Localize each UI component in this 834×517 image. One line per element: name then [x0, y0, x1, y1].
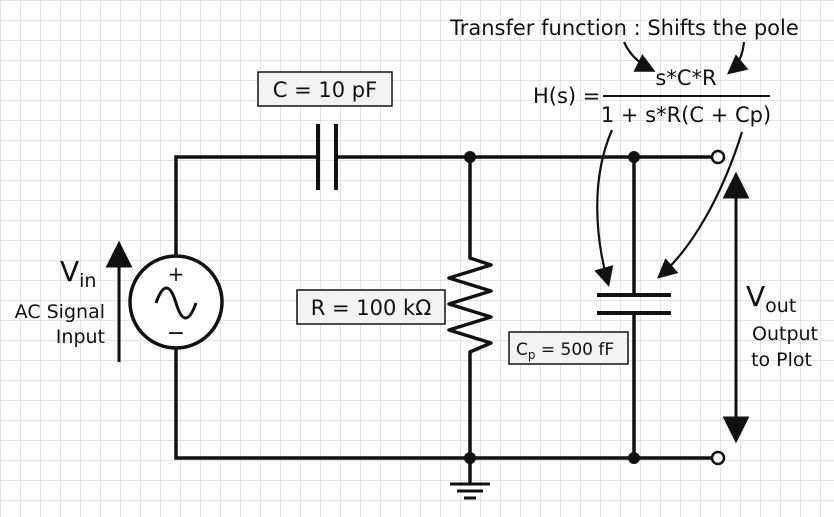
bottom-wire [174, 346, 714, 460]
transfer-function-lhs: H(s) = [533, 84, 600, 108]
to-plot-label: to Plot [751, 349, 812, 371]
vout-label: Vout [746, 280, 796, 317]
cp-subscript: p [528, 348, 536, 362]
transfer-function-denominator: 1 + s*R(C + Cp) [601, 103, 771, 127]
cp-value: = 500 fF [536, 340, 615, 360]
transfer-function-numerator: s*C*R [655, 66, 716, 90]
wires [174, 155, 714, 486]
capacitor-c-label-box [257, 71, 393, 107]
ground-icon [450, 482, 490, 500]
capacitor-cp-symbol [597, 293, 671, 315]
title-to-numerator-arrow-right [726, 41, 749, 75]
source-plus-sign: + [168, 262, 185, 286]
vin-symbol: V [60, 255, 79, 288]
capacitor-c-label: C = 10 pF [273, 78, 377, 102]
output-label: Output [752, 323, 818, 345]
vout-symbol: V [746, 280, 765, 313]
sine-wave-icon [154, 286, 198, 320]
output-terminal-bottom [710, 450, 726, 466]
denominator-to-cp-arrow-left [594, 129, 614, 287]
cp-symbol: C [516, 340, 528, 360]
denominator-to-cp-arrow-right [657, 131, 744, 279]
capacitor-cp-label: Cp = 500 fF [516, 340, 614, 362]
capacitor-cp-label-box [508, 331, 629, 365]
vout-subscript: out [765, 295, 796, 317]
resistor-r-label-box [296, 289, 446, 325]
ac-signal-label: AC Signal [15, 301, 105, 323]
capacitor-c-symbol [316, 124, 338, 190]
top-wire-left [174, 155, 320, 258]
input-label: Input [56, 326, 105, 348]
output-terminal-top [710, 149, 726, 165]
vin-label: Vin [60, 255, 96, 292]
resistor-r-label: R = 100 kΩ [311, 296, 432, 320]
source-minus-sign: − [167, 321, 185, 346]
resistor-r-symbol [447, 256, 493, 354]
vin-subscript: in [79, 270, 96, 292]
annotation-arrows [594, 41, 749, 287]
transfer-function-title: Transfer function : Shifts the pole [449, 16, 799, 40]
title-to-numerator-arrow-left [622, 41, 656, 72]
junction-dots [464, 151, 640, 464]
